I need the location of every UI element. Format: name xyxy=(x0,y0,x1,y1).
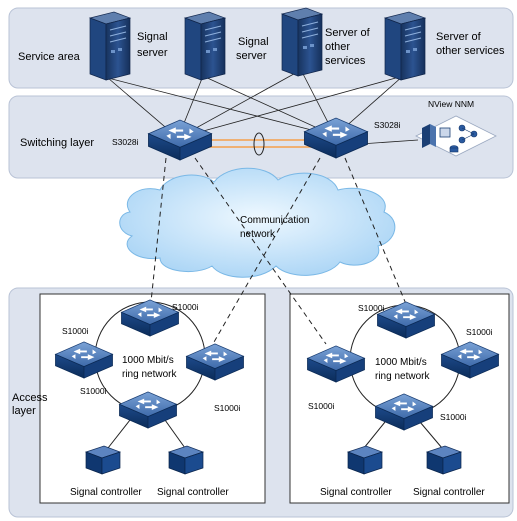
signal-controller-4-icon xyxy=(426,445,462,475)
ring-left-bottom-label: S1000i xyxy=(80,386,107,396)
server-3-label-line3: services xyxy=(325,55,366,67)
controller-1-label: Signal controller xyxy=(70,487,142,498)
controller-4-label: Signal controller xyxy=(413,487,485,498)
server-4-label-line1: Server of xyxy=(436,31,482,43)
nms-label: NView NNM xyxy=(428,99,474,109)
server-3-label-line1: Server of xyxy=(325,27,371,39)
ring-right-center-line2: ring network xyxy=(375,371,430,382)
signal-controller-3-icon xyxy=(347,445,383,475)
signal-server-2-icon xyxy=(184,11,226,81)
other-services-server-2-icon xyxy=(384,11,426,81)
ring-right-bottom-label: S1000i xyxy=(440,412,467,422)
signal-controller-1-icon xyxy=(85,445,121,475)
ring-left-center-line2: ring network xyxy=(122,369,177,380)
ring-left-right-label: S1000i xyxy=(214,403,241,413)
ring-left-top-label: S1000i xyxy=(172,302,199,312)
ring-right-center-line1: 1000 Mbit/s xyxy=(375,357,427,368)
signal-server-1-icon xyxy=(89,11,131,81)
access-layer-label-line2: layer xyxy=(12,405,36,417)
access-layer-label-line1: Access xyxy=(12,392,48,404)
ring-right-right-label: S1000i xyxy=(466,327,493,337)
server-1-label-line2: server xyxy=(137,47,168,59)
controller-3-label: Signal controller xyxy=(320,487,392,498)
ring-right-left-label: S1000i xyxy=(308,401,335,411)
signal-controller-2-icon xyxy=(168,445,204,475)
ring-right-top-label: S1000i xyxy=(358,303,385,313)
server-2-label-line1: Signal xyxy=(238,36,269,48)
access-uplinks xyxy=(150,157,407,345)
cloud-label-line2: network xyxy=(240,229,276,240)
core-switch-right-label: S3028i xyxy=(374,120,401,130)
server-4-label-line2: other services xyxy=(436,45,505,57)
cloud-label-line1: Communication xyxy=(240,215,309,226)
other-services-server-1-icon xyxy=(281,7,323,77)
switching-layer-label: Switching layer xyxy=(20,137,94,149)
link-aggregation xyxy=(205,132,312,156)
server-2-label-line2: server xyxy=(236,50,267,62)
ring-left-left-label: S1000i xyxy=(62,326,89,336)
server-1-label-line1: Signal xyxy=(137,31,168,43)
controller-2-label: Signal controller xyxy=(157,487,229,498)
server-3-label-line2: other xyxy=(325,41,350,53)
communication-network-cloud-icon xyxy=(119,167,396,278)
core-switch-left-label: S3028i xyxy=(112,137,139,147)
nview-nnm-workstation-icon xyxy=(415,115,497,157)
service-area-label: Service area xyxy=(18,51,81,63)
ring-left-center-line1: 1000 Mbit/s xyxy=(122,355,174,366)
